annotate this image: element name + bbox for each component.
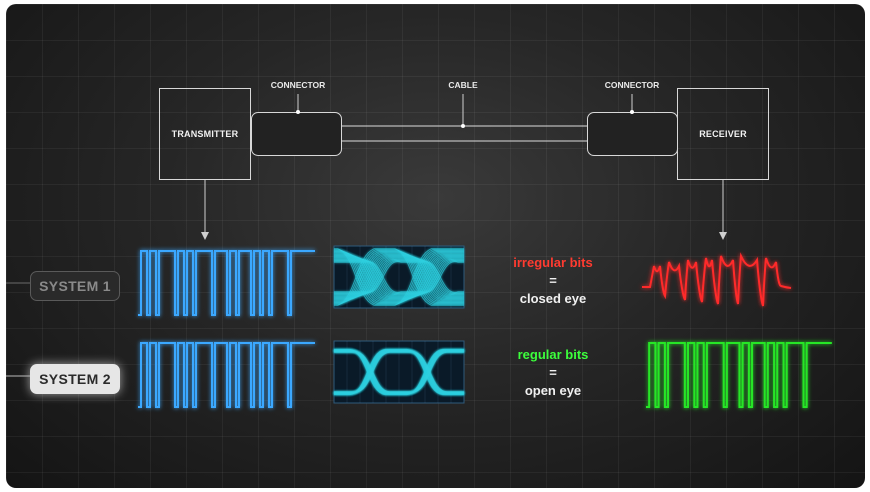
connector-right-dot (630, 110, 634, 114)
eye-trace-a (334, 260, 464, 294)
receiver-label: RECEIVER (699, 129, 747, 139)
system-2-caption: regular bits = open eye (488, 346, 618, 400)
eye-trace-a (334, 259, 464, 295)
eye-trace-a (334, 259, 464, 295)
eye-trace-b (334, 351, 464, 393)
eye-trace-b (334, 261, 464, 293)
system-1-caption-line3: closed eye (519, 291, 587, 306)
system-2-caption-line3: open eye (524, 383, 582, 398)
diagram-canvas: TRANSMITTER RECEIVER CONNECTOR CABLE CON… (6, 4, 865, 488)
eye-trace-b (334, 259, 464, 295)
system-2-transmit-wave (138, 342, 315, 408)
eye-trace-a (334, 258, 464, 296)
eye-trace-b (334, 260, 464, 294)
eye-trace-b (334, 257, 464, 297)
connector-right-label: CONNECTOR (604, 80, 660, 90)
signal-artwork (6, 94, 832, 408)
receiver-arrow-head (719, 232, 727, 240)
system-2-eye-diagram (333, 340, 465, 404)
system-1-badge: SYSTEM 1 (30, 271, 120, 301)
system-1-received-wave (641, 252, 792, 307)
system-2-received-wave (646, 342, 832, 408)
eye-trace-a (334, 261, 464, 293)
transmitter-label: TRANSMITTER (171, 129, 239, 139)
cable-dot (461, 124, 465, 128)
system-1-transmit-wave (138, 250, 315, 316)
system-1-caption-line2: = (549, 273, 557, 288)
connector-left-label: CONNECTOR (270, 80, 326, 90)
connector-left-dot (296, 110, 300, 114)
system-2-caption-line2: = (549, 365, 557, 380)
connector-left (251, 112, 342, 156)
cable-label: CABLE (448, 80, 478, 90)
transmitter-arrow-head (201, 232, 209, 240)
system-2-caption-line1: regular bits (517, 347, 589, 362)
system-1-label: SYSTEM 1 (39, 278, 111, 294)
eye-trace-a (334, 257, 464, 297)
eye-trace-a (334, 351, 464, 393)
system-1-caption-line1: irregular bits (513, 255, 593, 270)
eye-trace-b (334, 259, 464, 295)
receiver-box: RECEIVER (677, 88, 769, 180)
system-2-label: SYSTEM 2 (39, 371, 111, 387)
eye-trace-b (334, 258, 464, 296)
transmitter-box: TRANSMITTER (159, 88, 251, 180)
system-2-badge: SYSTEM 2 (30, 364, 120, 394)
connector-right (587, 112, 678, 156)
system-1-eye-diagram (333, 245, 465, 309)
system-1-caption: irregular bits = closed eye (488, 254, 618, 308)
